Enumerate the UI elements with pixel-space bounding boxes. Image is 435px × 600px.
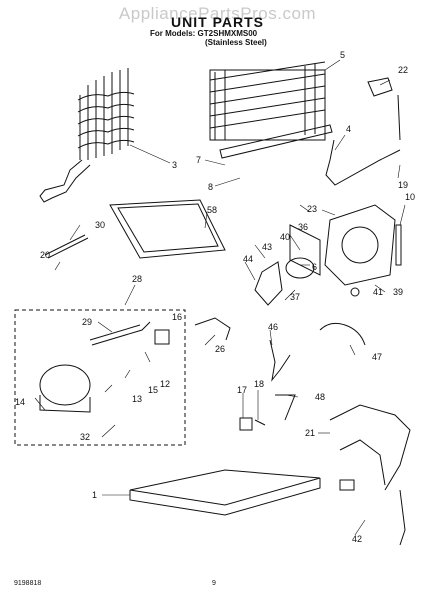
fan-motor: [285, 257, 315, 279]
part-41: [350, 287, 360, 297]
callout-47: 47: [372, 352, 382, 362]
condenser-coil: [39, 68, 135, 203]
callout-16: 16: [172, 312, 182, 322]
callout-36: 36: [298, 222, 308, 232]
sensor-wire: [325, 139, 401, 186]
fan-shroud: [324, 204, 396, 286]
wiring-harness: [329, 404, 411, 491]
callout-10: 10: [405, 192, 415, 202]
callout-7: 7: [196, 155, 201, 165]
callout-40: 40: [280, 232, 290, 242]
part-17: [239, 417, 253, 431]
doc-number: 9198818: [14, 580, 42, 587]
base-pan: [129, 469, 321, 506]
callout-26: 26: [215, 344, 225, 354]
callout-29: 29: [82, 317, 92, 327]
callout-20: 20: [40, 250, 50, 260]
callout-17: 17: [237, 385, 247, 395]
callout-14: 14: [15, 397, 25, 407]
diagram-title: UNIT PARTS: [171, 14, 264, 30]
callout-58: 58: [207, 205, 217, 215]
watermark: AppliancePartsPros.com: [118, 4, 317, 23]
callout-13: 13: [132, 394, 142, 404]
part-18: [254, 419, 266, 426]
page-number: 9: [212, 580, 216, 587]
callout-19: 19: [398, 180, 408, 190]
callout-3: 3: [172, 160, 177, 170]
fan-blade: [254, 261, 283, 306]
callout-32: 32: [80, 432, 90, 442]
part-16: [154, 329, 170, 345]
callout-4: 4: [346, 124, 351, 134]
models-line: For Models: GT2SHMXMS00: [150, 29, 258, 38]
part-29: [89, 321, 151, 346]
evaporator: [209, 61, 333, 159]
callout-39: 39: [393, 287, 403, 297]
callout-48: 48: [315, 392, 325, 402]
part-10: [395, 224, 402, 266]
callout-8: 8: [208, 182, 213, 192]
callout-44: 44: [243, 254, 253, 264]
callout-labels: 3 5 22 4 7 8 19 10 23 58 30 36 40 43 44 …: [15, 50, 415, 544]
part-26: [194, 317, 231, 341]
callout-30: 30: [95, 220, 105, 230]
motor-bracket: [289, 224, 321, 276]
callout-18: 18: [254, 379, 264, 389]
finish-line: (Stainless Steel): [205, 38, 267, 47]
part-46: [269, 339, 291, 382]
callout-5: 5: [340, 50, 345, 60]
callout-12: 12: [160, 379, 170, 389]
callout-42: 42: [352, 534, 362, 544]
callout-43: 43: [262, 242, 272, 252]
drain-tray: [109, 199, 226, 259]
part-48: [275, 394, 296, 421]
callout-22: 22: [398, 65, 408, 75]
compressor-assembly-box: [14, 309, 186, 446]
callout-15: 15: [148, 385, 158, 395]
callout-28: 28: [132, 274, 142, 284]
callout-46: 46: [268, 322, 278, 332]
part-22: [367, 77, 393, 97]
part-30: [44, 234, 89, 259]
part-47: [319, 322, 366, 346]
callout-1: 1: [92, 490, 97, 500]
callout-23: 23: [307, 204, 317, 214]
callout-6: 6: [312, 262, 317, 272]
callout-21: 21: [305, 428, 315, 438]
callout-41: 41: [373, 287, 383, 297]
callout-37: 37: [290, 292, 300, 302]
compressor: [39, 364, 91, 406]
